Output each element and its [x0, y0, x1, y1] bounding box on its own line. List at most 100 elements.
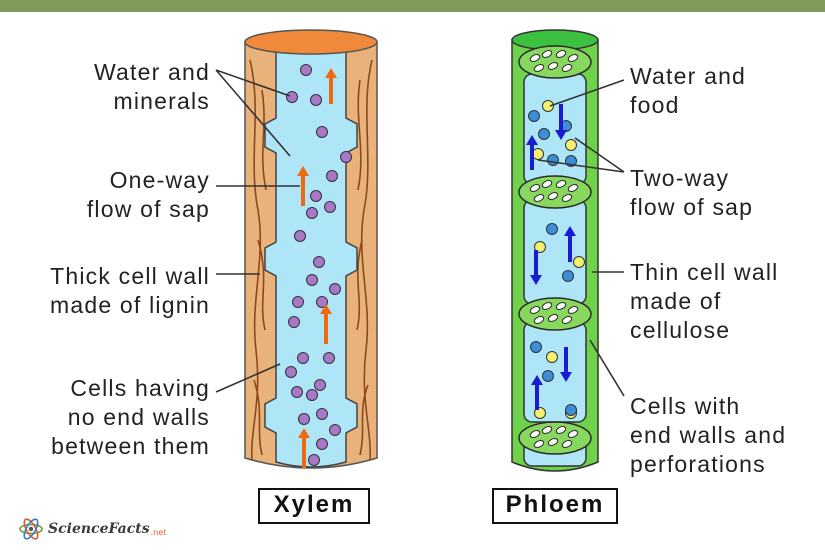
phloem-down-arrow — [560, 347, 572, 382]
food-particle — [573, 256, 585, 268]
leader-phloem-flow — [537, 137, 625, 173]
label-line: perforations — [630, 451, 766, 477]
label-xylem-no-end-walls: Cells having no end walls between them — [51, 374, 210, 461]
sieve-pore — [529, 306, 541, 314]
label-line: made of lignin — [50, 292, 210, 318]
food-particle — [534, 407, 546, 419]
mineral-particle — [310, 190, 322, 202]
mineral-particle — [306, 389, 318, 401]
water-particle — [547, 154, 559, 166]
sieve-pore — [567, 54, 579, 62]
mineral-particle — [323, 352, 335, 364]
phloem-title: Phloem — [492, 488, 618, 524]
phloem-sieve-plates — [518, 45, 592, 455]
xylem-lumen — [264, 45, 358, 468]
sieve-pore — [561, 440, 573, 448]
sieve-pore — [547, 314, 559, 322]
food-particle — [565, 139, 577, 151]
mineral-particle — [294, 230, 306, 242]
mineral-particle — [306, 274, 318, 286]
water-particle — [530, 341, 542, 353]
mineral-particle — [313, 256, 325, 268]
mineral-particle — [316, 126, 328, 138]
phloem-vessel — [511, 29, 599, 472]
sieve-plate — [518, 45, 592, 79]
sieve-plate — [518, 297, 592, 331]
mineral-particle — [286, 91, 298, 103]
mineral-particle — [329, 283, 341, 295]
sciencefacts-logo: ScienceFacts .net — [18, 515, 166, 543]
sieve-pore — [547, 438, 559, 446]
mineral-particle — [326, 170, 338, 182]
food-particle — [542, 100, 554, 112]
leader-xylem-cells — [215, 363, 281, 393]
header-bar — [0, 0, 825, 12]
water-particle — [565, 404, 577, 416]
xylem-wood-grain — [249, 59, 373, 461]
label-line: Thin cell wall — [630, 259, 779, 285]
label-xylem-thick-wall: Thick cell wall made of lignin — [50, 262, 210, 320]
xylem-title: Xylem — [258, 488, 370, 524]
phloem-up-arrow — [564, 226, 576, 262]
mineral-particle — [308, 454, 320, 466]
sieve-pore — [541, 426, 553, 434]
label-phloem-thin-wall: Thin cell wall made of cellulose — [630, 258, 778, 345]
sieve-pore — [567, 306, 579, 314]
label-line: between them — [51, 433, 210, 459]
label-phloem-end-walls: Cells with end walls and perforations — [630, 392, 786, 479]
sieve-pore — [533, 440, 545, 448]
mineral-particle — [306, 207, 318, 219]
label-line: food — [630, 92, 680, 118]
sieve-pore — [567, 430, 579, 438]
sieve-pore — [541, 50, 553, 58]
mineral-particle — [310, 94, 322, 106]
food-particle — [534, 241, 546, 253]
mineral-particle — [292, 296, 304, 308]
water-particle — [542, 370, 554, 382]
leader-lines — [215, 69, 625, 397]
mineral-particle — [316, 408, 328, 420]
sieve-pore — [555, 50, 567, 58]
food-particle — [532, 148, 544, 160]
sieve-pore — [555, 302, 567, 310]
xylem-vessel — [244, 29, 378, 469]
sieve-pore — [533, 64, 545, 72]
sieve-pore — [541, 302, 553, 310]
water-particle — [562, 270, 574, 282]
label-line: minerals — [113, 88, 210, 114]
sieve-pore — [561, 316, 573, 324]
food-particle — [546, 351, 558, 363]
label-line: One-way — [109, 167, 210, 193]
label-line: Water and — [93, 59, 210, 85]
phloem-down-arrow — [555, 104, 567, 140]
mineral-particle — [291, 386, 303, 398]
sieve-plate — [518, 421, 592, 455]
phloem-particles — [528, 100, 585, 419]
label-line: end walls and — [630, 422, 787, 448]
logo-suffix: .net — [150, 527, 167, 537]
mineral-particle — [314, 379, 326, 391]
phloem-down-arrow — [530, 250, 542, 285]
sieve-plate — [518, 175, 592, 209]
xylem-up-arrow — [298, 428, 310, 468]
xylem-up-arrow — [325, 68, 337, 104]
sieve-pore — [529, 184, 541, 192]
leader-phloem-cells — [589, 339, 625, 397]
label-xylem-one-way-flow: One-way flow of sap — [87, 166, 210, 224]
sieve-pore — [547, 192, 559, 200]
sieve-pore — [541, 180, 553, 188]
label-line: cellulose — [630, 317, 731, 343]
sieve-pore — [533, 316, 545, 324]
label-line: Water and — [630, 63, 747, 89]
leader-phloem-water — [549, 79, 625, 107]
sieve-pore — [567, 184, 579, 192]
phloem-up-arrow — [531, 375, 543, 410]
mineral-particle — [340, 151, 352, 163]
mineral-particle — [298, 413, 310, 425]
mineral-particle — [316, 296, 328, 308]
xylem-up-arrow — [320, 304, 332, 344]
label-line: Thick cell wall — [50, 263, 210, 289]
sieve-pore — [555, 180, 567, 188]
sieve-pore — [561, 64, 573, 72]
